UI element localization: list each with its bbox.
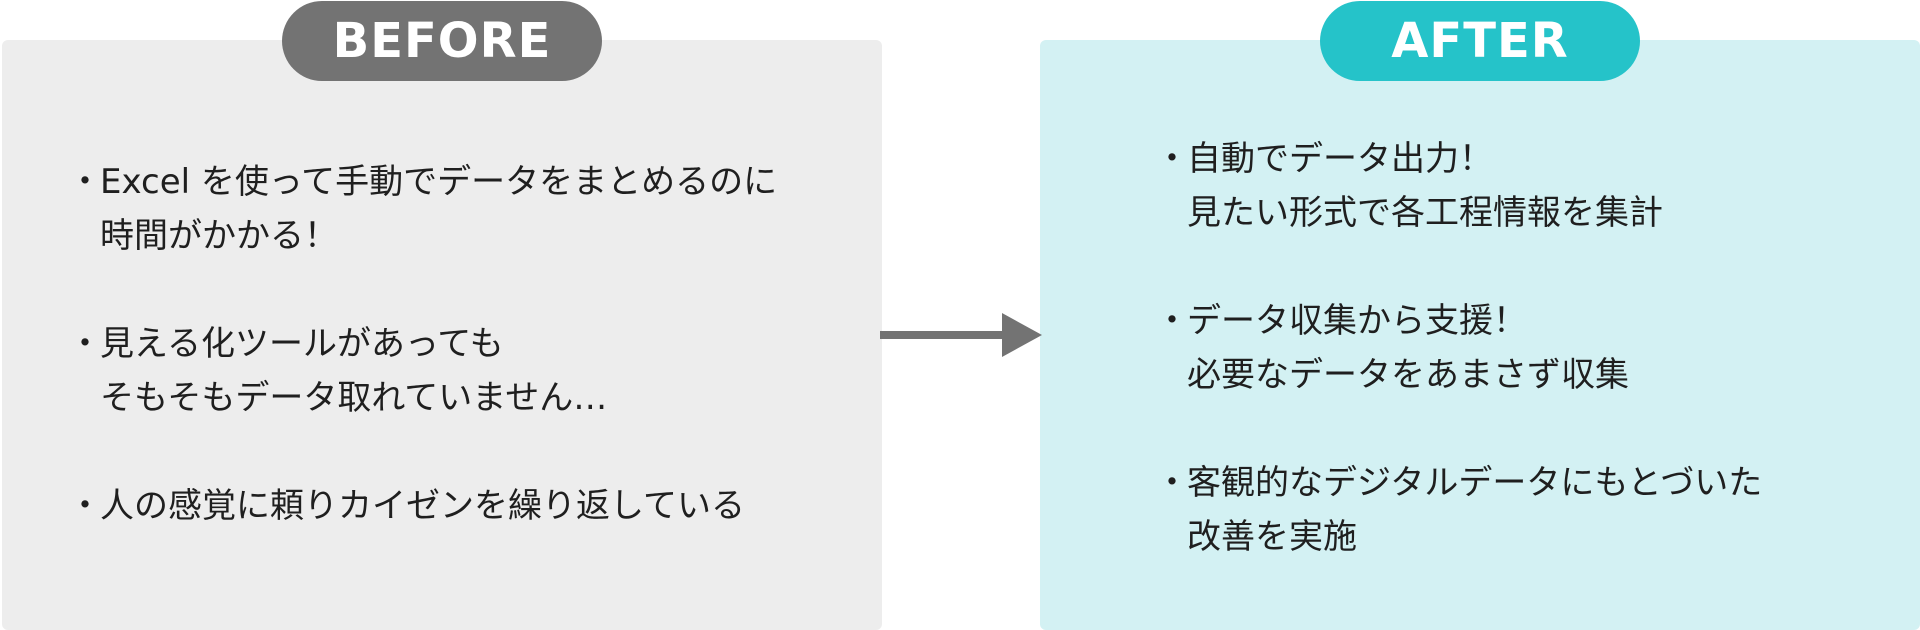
after-item-2: ・ データ収集から支援！ 必要なデータをあまさず収集	[1155, 294, 1762, 402]
before-item-3: ・ 人の感覚に頼りカイゼンを繰り返している	[68, 479, 777, 533]
bullet: ・	[68, 324, 102, 364]
after-item-1: ・ 自動でデータ出力！ 見たい形式で各工程情報を集計	[1155, 132, 1762, 240]
after-panel	[1040, 40, 1920, 630]
after-item-1-line-1: 自動でデータ出力！	[1187, 139, 1493, 179]
before-item-1-line-2: 時間がかかる！	[100, 216, 338, 256]
before-item-3-line-1: 人の感覚に頼りカイゼンを繰り返している	[100, 486, 745, 526]
before-panel	[2, 40, 882, 630]
after-list: ・ 自動でデータ出力！ 見たい形式で各工程情報を集計 ・ データ収集から支援！ …	[1155, 132, 1762, 618]
right-arrow-icon	[880, 313, 1042, 357]
bullet: ・	[68, 486, 102, 526]
before-item-2-line-1: 見える化ツールがあっても	[100, 324, 504, 364]
before-item-2: ・ 見える化ツールがあっても そもそもデータ取れていません…	[68, 317, 777, 425]
after-item-1-line-2: 見たい形式で各工程情報を集計	[1187, 193, 1663, 233]
bullet: ・	[1155, 139, 1189, 179]
bullet: ・	[68, 162, 102, 202]
bullet: ・	[1155, 301, 1189, 341]
bullet: ・	[1155, 463, 1189, 503]
before-list: ・ Excel を使って手動でデータをまとめるのに 時間がかかる！ ・ 見える化…	[68, 155, 777, 587]
after-item-2-line-1: データ収集から支援！	[1187, 301, 1527, 341]
after-item-3-line-1: 客観的なデジタルデータにもとづいた	[1187, 463, 1763, 503]
before-item-2-line-2: そもそもデータ取れていません…	[100, 378, 608, 418]
before-item-1-line-1: Excel を使って手動でデータをまとめるのに	[100, 162, 778, 202]
before-label: BEFORE	[282, 1, 602, 81]
after-item-2-line-2: 必要なデータをあまさず収集	[1187, 355, 1629, 395]
before-item-1: ・ Excel を使って手動でデータをまとめるのに 時間がかかる！	[68, 155, 777, 263]
after-item-3: ・ 客観的なデジタルデータにもとづいた 改善を実施	[1155, 456, 1762, 564]
after-label: AFTER	[1320, 1, 1640, 81]
after-item-3-line-2: 改善を実施	[1187, 517, 1357, 557]
